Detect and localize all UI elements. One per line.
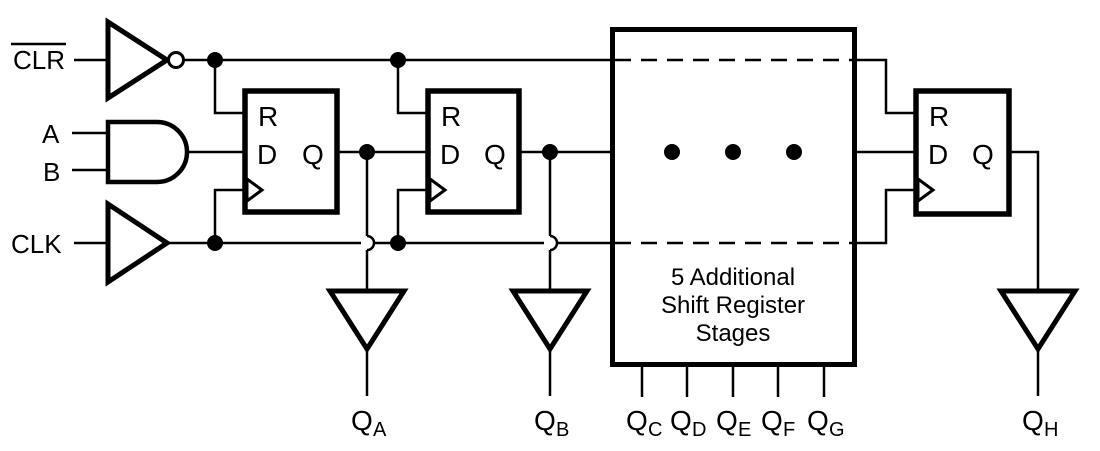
qe-output-label: Q — [716, 405, 738, 436]
wire-clk-to-ff1-clock — [213, 188, 245, 243]
flipflop-1-data-label: D — [257, 139, 277, 170]
stage-box-label-line1: 5 Additional — [671, 264, 795, 291]
flipflop-1-clock-edge-icon — [245, 176, 265, 204]
qa-output-buffer-icon — [325, 288, 409, 354]
qe-output-sub: E — [738, 419, 751, 441]
ellipsis-dot-3 — [786, 144, 802, 160]
clr-inverter-gate-icon — [105, 17, 172, 103]
clk-input-label: CLK — [11, 229, 62, 259]
input-labels: CLR A B CLK — [11, 42, 66, 259]
flipflop-2-out-label: Q — [484, 139, 506, 170]
output-buffers — [325, 288, 1080, 354]
qh-output-label: Q — [1022, 405, 1044, 436]
qb-output-label: Q — [534, 405, 556, 436]
qa-output-sub: A — [373, 419, 387, 441]
flipflop-2-reset-label: R — [441, 101, 461, 132]
qd-output-sub: D — [692, 419, 706, 441]
flipflop-2-clock-edge-icon — [428, 176, 448, 204]
wire-clr-to-ff1-reset — [213, 60, 245, 115]
wire-clr-to-ff2-reset — [396, 60, 428, 115]
junction-dot-ff2-q — [542, 144, 558, 160]
flipflop-3-data-label: D — [928, 139, 948, 170]
qa-output-label: Q — [351, 405, 373, 436]
flipflop-3: R D Q — [913, 88, 1012, 217]
qg-output-label: Q — [807, 405, 829, 436]
qf-output-sub: F — [783, 419, 795, 441]
stage-box-label-line3: Stages — [696, 320, 771, 347]
a-input-label: A — [42, 119, 60, 149]
stage-box-label-line2: Shift Register — [661, 292, 805, 319]
junction-dot-clr-ff2 — [390, 52, 406, 68]
qg-output-sub: G — [829, 419, 845, 441]
flipflop-3-body — [913, 88, 1012, 217]
qa-wire-hop — [366, 234, 376, 252]
wire-ff3-q-down — [1009, 150, 1040, 291]
qh-output-sub: H — [1044, 419, 1058, 441]
ellipsis-dot-1 — [664, 144, 680, 160]
qf-output-label: Q — [761, 405, 783, 436]
wires — [72, 58, 1040, 397]
junction-dot-ff1-q — [359, 144, 375, 160]
stage-box: 5 Additional Shift Register Stages — [610, 27, 857, 367]
flipflop-1-reset-label: R — [258, 101, 278, 132]
flipflop-1-out-label: Q — [302, 139, 324, 170]
flipflop-3-clock-edge-icon — [916, 176, 936, 204]
qc-output-label: Q — [626, 405, 648, 436]
flipflop-2: R D Q — [425, 88, 522, 215]
flipflop-2-data-label: D — [440, 139, 460, 170]
qb-output-sub: B — [556, 419, 569, 441]
ellipsis-dot-2 — [725, 144, 741, 160]
junction-dots — [207, 52, 558, 251]
flipflop-3-reset-label: R — [929, 101, 949, 132]
inverter-bubble-icon — [167, 51, 185, 69]
clk-buffer-gate-icon — [105, 199, 172, 287]
qh-output-buffer-icon — [996, 288, 1080, 354]
wire-clr-to-ff3-reset — [854, 58, 916, 115]
gates — [105, 17, 190, 287]
qc-output-sub: C — [648, 419, 662, 441]
flipflop-3-out-label: Q — [972, 139, 994, 170]
b-input-label: B — [43, 157, 60, 187]
stage-box-body — [610, 27, 857, 367]
qd-output-label: Q — [670, 405, 692, 436]
clr-input-label: CLR — [13, 45, 65, 75]
wire-clk-to-ff3-clock — [854, 188, 916, 245]
qb-wire-hop — [549, 234, 559, 252]
and-gate-icon — [105, 119, 190, 185]
junction-dot-clk-ff2 — [390, 235, 406, 251]
flipflop-1: R D Q — [242, 88, 340, 215]
junction-dot-clk-ff1 — [207, 235, 223, 251]
wire-clk-to-ff2-clock — [396, 188, 428, 243]
junction-dot-clr-ff1 — [207, 52, 223, 68]
qb-output-buffer-icon — [508, 288, 592, 354]
output-labels: Q A Q B Q C Q D Q E Q F Q G Q H — [351, 405, 1058, 441]
